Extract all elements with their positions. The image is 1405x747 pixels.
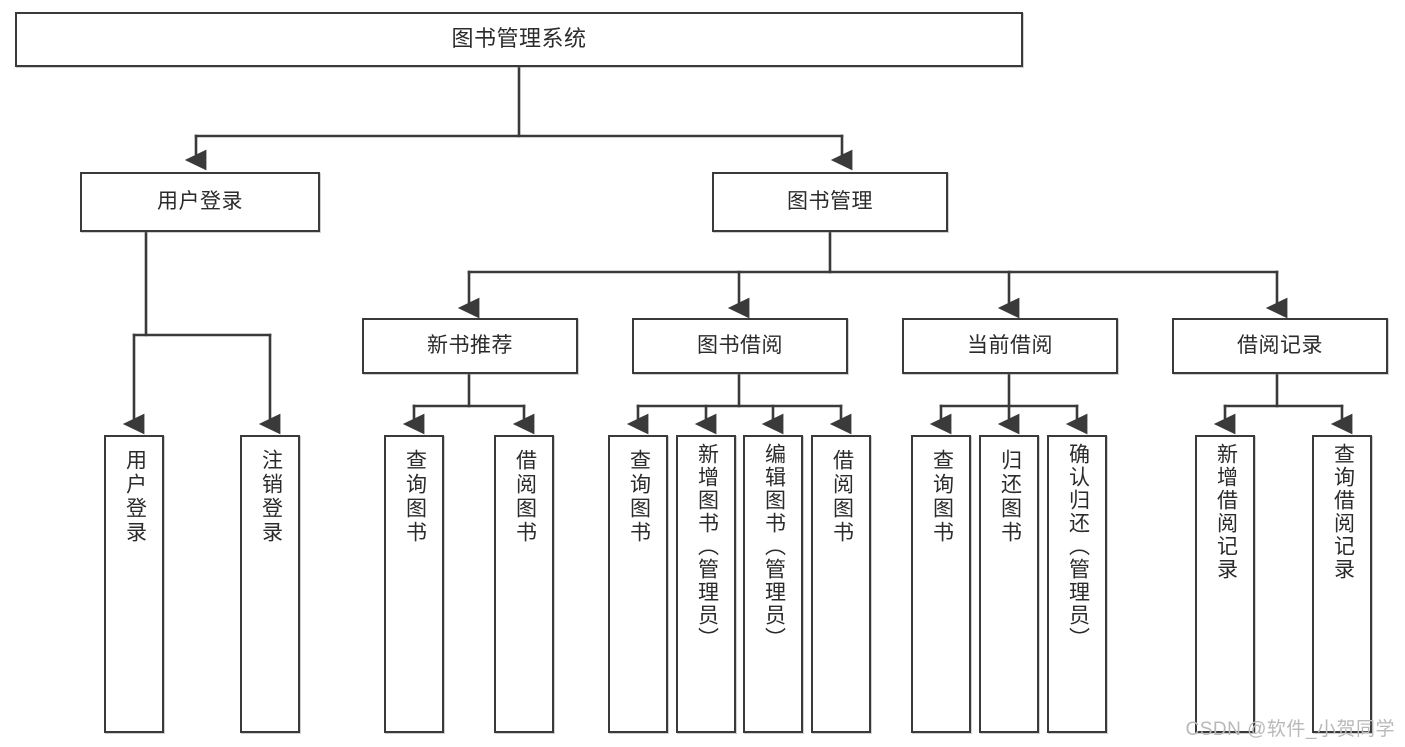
node-book-management-label: 图书管理 <box>787 190 873 214</box>
node-leaf-borrow-book-recommend-label: 借阅图书 <box>513 449 537 545</box>
node-leaf-user-login[interactable]: 用户登录 <box>104 435 164 733</box>
node-leaf-edit-book-admin[interactable]: 编辑图书（管理员） <box>743 435 803 733</box>
node-leaf-query-book-current[interactable]: 查询图书 <box>911 435 971 733</box>
node-leaf-query-book-borrow-label: 查询图书 <box>627 449 651 545</box>
node-leaf-confirm-return-admin-label: 确认归还（管理员） <box>1066 443 1090 650</box>
node-borrow-record[interactable]: 借阅记录 <box>1172 318 1388 374</box>
node-user-login-label: 用户登录 <box>157 190 243 214</box>
node-new-book-recommend[interactable]: 新书推荐 <box>362 318 578 374</box>
node-root-system[interactable]: 图书管理系统 <box>15 12 1023 67</box>
node-leaf-user-login-label: 用户登录 <box>123 449 147 545</box>
node-leaf-borrow-book[interactable]: 借阅图书 <box>811 435 871 733</box>
node-current-borrow[interactable]: 当前借阅 <box>902 318 1118 374</box>
node-leaf-borrow-book-recommend[interactable]: 借阅图书 <box>494 435 554 733</box>
node-leaf-confirm-return-admin[interactable]: 确认归还（管理员） <box>1047 435 1107 733</box>
node-leaf-return-book[interactable]: 归还图书 <box>979 435 1039 733</box>
node-leaf-query-book-recommend[interactable]: 查询图书 <box>384 435 444 733</box>
node-root-system-label: 图书管理系统 <box>451 26 587 52</box>
csdn-watermark: CSDN @软件_小贺同学 <box>1185 719 1395 740</box>
node-user-login[interactable]: 用户登录 <box>80 172 320 232</box>
node-leaf-edit-book-admin-label: 编辑图书（管理员） <box>762 443 786 650</box>
node-leaf-borrow-book-label: 借阅图书 <box>830 449 854 545</box>
node-leaf-add-book-admin[interactable]: 新增图书（管理员） <box>676 435 736 733</box>
node-leaf-query-book-recommend-label: 查询图书 <box>403 449 427 545</box>
node-new-book-recommend-label: 新书推荐 <box>427 334 513 358</box>
node-leaf-query-borrow-record[interactable]: 查询借阅记录 <box>1312 435 1372 733</box>
node-leaf-return-book-label: 归还图书 <box>998 449 1022 545</box>
node-book-management[interactable]: 图书管理 <box>712 172 948 232</box>
node-leaf-add-borrow-record-label: 新增借阅记录 <box>1214 443 1238 581</box>
node-leaf-logout[interactable]: 注销登录 <box>240 435 300 733</box>
node-leaf-add-borrow-record[interactable]: 新增借阅记录 <box>1195 435 1255 733</box>
node-leaf-query-book-current-label: 查询图书 <box>930 449 954 545</box>
node-leaf-query-borrow-record-label: 查询借阅记录 <box>1331 443 1355 581</box>
node-book-borrow-label: 图书借阅 <box>697 334 783 358</box>
node-leaf-logout-label: 注销登录 <box>259 449 283 545</box>
node-book-borrow[interactable]: 图书借阅 <box>632 318 848 374</box>
node-current-borrow-label: 当前借阅 <box>967 334 1053 358</box>
node-leaf-query-book-borrow[interactable]: 查询图书 <box>608 435 668 733</box>
node-leaf-add-book-admin-label: 新增图书（管理员） <box>695 443 719 650</box>
node-borrow-record-label: 借阅记录 <box>1237 334 1323 358</box>
